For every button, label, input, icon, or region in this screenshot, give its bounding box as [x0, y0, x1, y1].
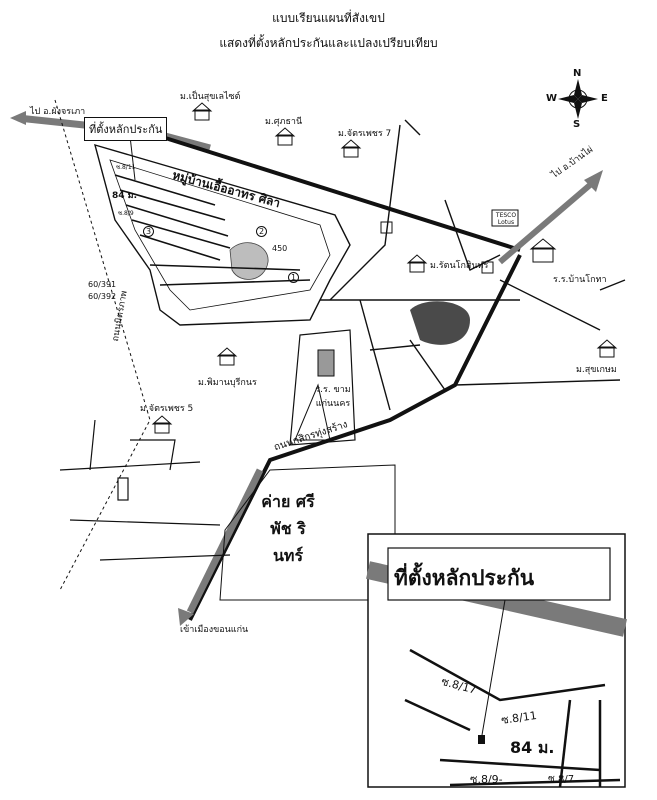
soi-lines: [114, 174, 311, 286]
house-icon-5: [596, 339, 618, 358]
inset-pointer: [481, 599, 506, 736]
label-muban-3: ม.จัตรเพชร 7: [338, 129, 392, 139]
house-icon-6: [216, 347, 238, 366]
compass-w: W: [546, 93, 558, 104]
compass-e: E: [601, 93, 608, 104]
school-icon: [529, 238, 557, 263]
label-tesco: TESCO Lotus: [495, 212, 517, 226]
marker-2: 2: [256, 226, 267, 237]
village-boundary: [94, 143, 351, 326]
label-muban-2: ม.ศุภธานี: [265, 117, 303, 127]
label-to-city: เข้าเมืองขอนแก่น: [180, 625, 249, 635]
camp-outline: [219, 464, 396, 601]
label-road-top-left: ไป อ.ผังจรเภา: [30, 107, 86, 117]
compass-s: S: [573, 119, 581, 130]
label-soi-8-11: ซ.8/11: [116, 164, 136, 171]
highway-arrow-left: [10, 111, 26, 125]
inset-title-box: [387, 547, 611, 601]
label-distance: 450: [272, 244, 288, 253]
compass-n: N: [573, 68, 582, 79]
seven-eleven-icon: [380, 221, 393, 234]
village-inner: [109, 159, 331, 311]
label-plot-1: 60/391: [88, 280, 117, 289]
seven-eleven-icon-2: [481, 261, 494, 274]
label-soi-84: 84 ม.: [112, 191, 138, 201]
collateral-box: ที่ตั้งหลักประกัน: [84, 117, 168, 141]
house-icon-4: [406, 254, 428, 273]
inset-roads: [404, 648, 621, 788]
road-south: [188, 254, 522, 621]
south-arrow: [178, 608, 194, 626]
compass-icon: [558, 79, 598, 119]
collateral-pointer: [129, 135, 136, 181]
house-icon-7: [151, 415, 173, 434]
road-grid-east: [320, 119, 626, 411]
lake-east: [410, 301, 470, 345]
label-muban-1: ม.เป็นสุขเลไซต์: [180, 92, 241, 102]
marker-1: 1: [288, 272, 299, 283]
village-pond: [229, 242, 269, 280]
label-muban-jattrapet5: ม.จัตรเพชร 5: [140, 404, 194, 414]
label-muban-phiman: ม.พิมานบุรีกนร: [198, 378, 257, 388]
house-icon-1: [191, 102, 213, 121]
school-triangle: [294, 383, 331, 441]
highway-south: [186, 468, 264, 614]
inset-soi-d: ซ.8/9-: [470, 773, 503, 786]
inset-title: ที่ตั้งหลักประกัน: [394, 566, 535, 590]
road-west-rail: [54, 99, 151, 591]
school-compound: [289, 329, 356, 446]
tesco-icon: [491, 209, 519, 227]
road-grid-west: [59, 419, 231, 561]
road-main-ne: [139, 128, 521, 252]
label-muban-4: ม.รัตนโกสินทร์: [430, 261, 489, 271]
map-title: แบบเรียนแผนที่สังเขป: [272, 11, 385, 25]
label-camp: ค่าย ศรี พัช รินทร์: [261, 492, 315, 565]
label-school-khonkaen: ร.ร. ขามแก่นนคร: [315, 385, 351, 409]
building-icon: [317, 349, 335, 377]
label-soi-8-9: ซ.8/9: [118, 210, 134, 217]
house-icon-3: [340, 139, 362, 158]
map-subtitle: แสดงที่ตั้งหลักประกันและแปลงเปรียบเทียบ: [219, 36, 438, 50]
banphai-arrow: [584, 170, 603, 192]
house-icon-2: [274, 127, 296, 146]
label-muban-sukkasem: ม.สุขเกษม: [576, 365, 617, 375]
label-plot-2: 60/392: [88, 292, 117, 301]
inset-soi-e: ซ.8/7: [548, 774, 575, 785]
road-to-banphai: [498, 182, 592, 265]
label-school-banpho: ร.ร.บ้านโกทา: [553, 275, 607, 285]
inset-collateral-marker: [478, 735, 485, 744]
inset-soi-c: 84 ม.: [510, 738, 555, 757]
marker-3: 3: [143, 226, 154, 237]
